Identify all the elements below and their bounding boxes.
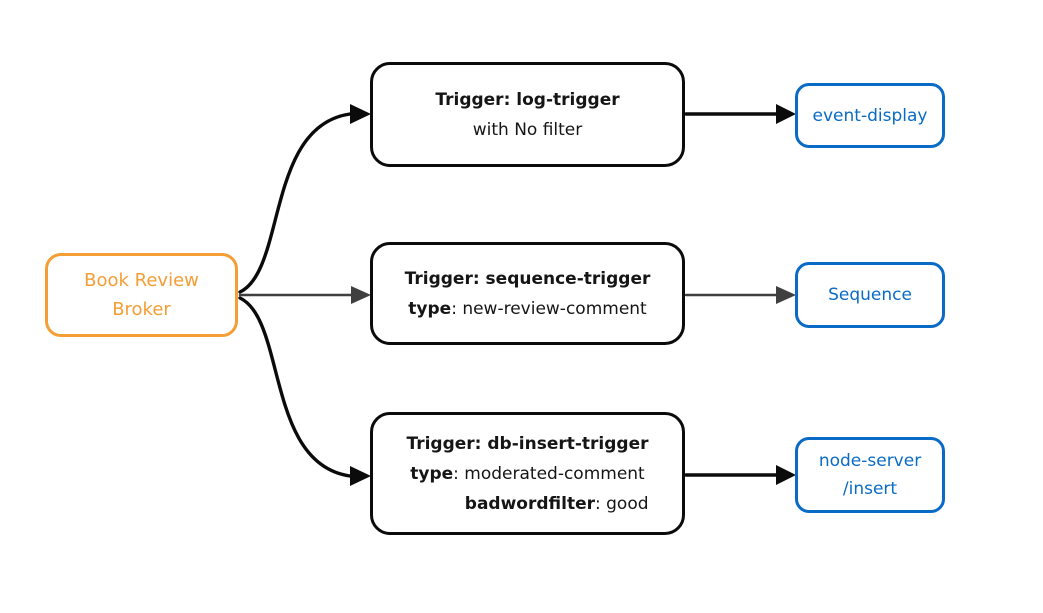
arrowhead-node-server [776,465,796,485]
edge-broker-to-log-trigger [238,112,352,294]
trigger-db-insert-title: Trigger: db-insert-trigger [406,433,649,454]
trigger-sequence-label: Trigger: sequence-trigger type: new-revi… [405,264,651,324]
arrowhead-sequence-trigger [351,286,371,304]
trigger-sequence-title: Trigger: sequence-trigger [404,268,651,289]
trigger-db-insert-type: type: moderated-comment [406,459,648,489]
trigger-db-insert-type-key: type [410,463,454,484]
arrowhead-sequence [776,286,796,304]
node-sink-node-server: node-server /insert [795,437,945,513]
arrowhead-log-trigger [350,104,371,124]
sink-node-server-line2: /insert [842,479,898,499]
trigger-log-label: Trigger: log-trigger with No filter [435,85,619,145]
trigger-sequence-type-value: : new-review-comment [451,298,647,319]
sink-node-server-line1: node-server [818,451,922,471]
node-trigger-db-insert: Trigger: db-insert-trigger type: moderat… [370,412,685,535]
node-broker: Book Review Broker [45,253,238,337]
trigger-db-insert-filter-value: : good [595,493,649,514]
trigger-sequence-type-key: type [408,298,452,319]
trigger-db-insert-filter: badwordfilter: good [406,489,649,519]
trigger-db-insert-type-value: : moderated-comment [453,463,645,484]
arrowhead-db-insert-trigger [350,466,371,486]
trigger-log-filter: with No filter [472,119,583,140]
sink-sequence-label: Sequence [828,285,912,305]
broker-label-line2: Broker [112,299,171,320]
node-trigger-sequence: Trigger: sequence-trigger type: new-revi… [370,242,685,345]
sink-event-display-label: event-display [812,105,928,126]
broker-label-line1: Book Review [84,270,199,291]
trigger-db-insert-filter-key: badwordfilter [464,493,595,514]
node-sink-event-display: event-display [795,83,945,148]
trigger-db-insert-label: Trigger: db-insert-trigger type: moderat… [406,429,648,519]
arrowhead-event-display [776,104,796,124]
trigger-log-title: Trigger: log-trigger [435,89,620,110]
node-sink-sequence: Sequence [795,262,945,328]
edge-broker-to-db-insert-trigger [238,296,352,478]
node-trigger-log: Trigger: log-trigger with No filter [370,62,685,167]
trigger-sequence-type: type: new-review-comment [405,294,651,324]
